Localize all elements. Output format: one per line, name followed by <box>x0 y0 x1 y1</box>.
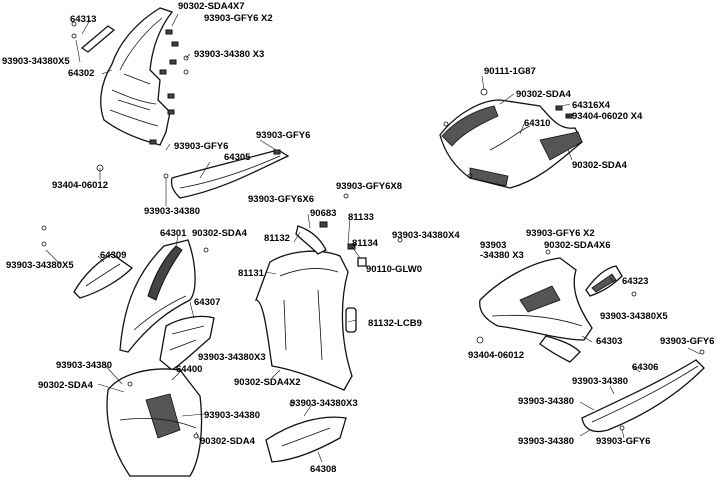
part-64313 <box>80 25 116 53</box>
label-93903-34380x5-c: 93903-34380X5 <box>600 311 668 322</box>
label-34380-x3: -34380 X3 <box>480 250 524 261</box>
label-64308: 64308 <box>310 464 337 475</box>
label-93903-gfy6x6: 93903-GFY6X6 <box>248 194 315 205</box>
leader-lines <box>45 13 701 463</box>
label-93903-gfy6-d: 93903-GFY6 <box>596 436 651 447</box>
label-90302-sda4x6: 90302-SDA4X6 <box>544 240 611 251</box>
label-93903-34380x3-b: 93903-34380X3 <box>198 352 266 363</box>
label-93903-34380x4: 93903-34380X4 <box>392 230 460 241</box>
label-93903-34380x5-b: 93903-34380X5 <box>6 260 74 271</box>
label-90302-sda4-a: 90302-SDA4 <box>516 89 571 100</box>
label-81134: 81134 <box>352 238 378 249</box>
label-64316x4: 64316X4 <box>572 100 611 111</box>
label-93903-gfy6-x2: 93903-GFY6 X2 <box>204 13 273 24</box>
label-93903-gfy6-b: 93903-GFY6 <box>174 141 229 152</box>
label-90683: 90683 <box>310 208 337 219</box>
label-81132-lcb9: 81132-LCB9 <box>368 318 422 329</box>
part-81132-lcb9 <box>345 307 357 333</box>
label-93903-34380-c: 93903-34380 <box>204 410 260 421</box>
label-64307: 64307 <box>194 297 221 308</box>
label-90302-sda4-c: 90302-SDA4 <box>192 228 247 239</box>
label-90302-sda4x7: 90302-SDA4X7 <box>178 1 245 12</box>
part-64310 <box>439 99 583 189</box>
part-64305 <box>170 149 290 199</box>
label-64310: 64310 <box>524 118 551 129</box>
label-93903-gfy6-c: 93903-GFY6 <box>660 336 715 347</box>
label-90302-sda4-e: 90302-SDA4 <box>200 436 255 447</box>
label-64301: 64301 <box>160 228 187 239</box>
part-64309 <box>73 253 134 299</box>
part-64307 <box>159 315 215 371</box>
part-64306 <box>581 359 705 433</box>
label-93903-gfy6-x2-b: 93903-GFY6 X2 <box>526 228 595 239</box>
label-81133: 81133 <box>348 212 374 223</box>
label-93404-06012-a: 93404-06012 <box>52 180 108 191</box>
label-64303: 64303 <box>596 336 623 347</box>
part-64303 <box>479 257 593 363</box>
label-93903-c: 93903 <box>480 240 507 251</box>
label-64306: 64306 <box>632 362 659 373</box>
part-64323 <box>585 265 623 297</box>
label-90110-glw0: 90110-GLW0 <box>366 264 422 275</box>
label-64313: 64313 <box>70 14 97 25</box>
label-90302-sda4-d: 90302-SDA4 <box>38 380 93 391</box>
label-64400: 64400 <box>176 364 203 375</box>
label-93903-gfy6x8: 93903-GFY6X8 <box>336 181 403 192</box>
label-81131: 81131 <box>238 268 264 279</box>
label-64302: 64302 <box>68 68 95 79</box>
label-64323: 64323 <box>622 276 649 287</box>
label-93404-06020-x4: 93404-06020 X4 <box>572 111 643 122</box>
label-93903-34380-f: 93903-34380 <box>518 436 574 447</box>
label-93903-gfy6-a: 93903-GFY6 <box>256 130 311 141</box>
label-93903-34380x3-a: 93903-34380X3 <box>290 398 358 409</box>
label-93903-34380x5: 93903-34380X5 <box>2 56 70 67</box>
part-64308 <box>265 416 347 463</box>
label-90302-sda4-b: 90302-SDA4 <box>572 160 627 171</box>
part-64400 <box>106 368 203 477</box>
label-93903-34380-b: 93903-34380 <box>56 360 112 371</box>
part-64302 <box>100 7 179 146</box>
label-93903-34380-e: 93903-34380 <box>518 396 574 407</box>
part-81131 <box>255 221 367 391</box>
part-64301 <box>119 239 196 353</box>
label-64305: 64305 <box>224 152 251 163</box>
label-81132: 81132 <box>264 233 290 244</box>
label-64309: 64309 <box>100 250 127 261</box>
label-90111-1g87: 90111-1G87 <box>484 66 536 77</box>
label-93903-34380-a: 93903-34380 <box>144 206 200 217</box>
label-93903-34380-x3: 93903-34380 X3 <box>194 49 265 60</box>
label-93903-34380-d: 93903-34380 <box>572 376 628 387</box>
label-93404-06012-b: 93404-06012 <box>468 350 524 361</box>
label-90302-sda4x2: 90302-SDA4X2 <box>234 377 301 388</box>
